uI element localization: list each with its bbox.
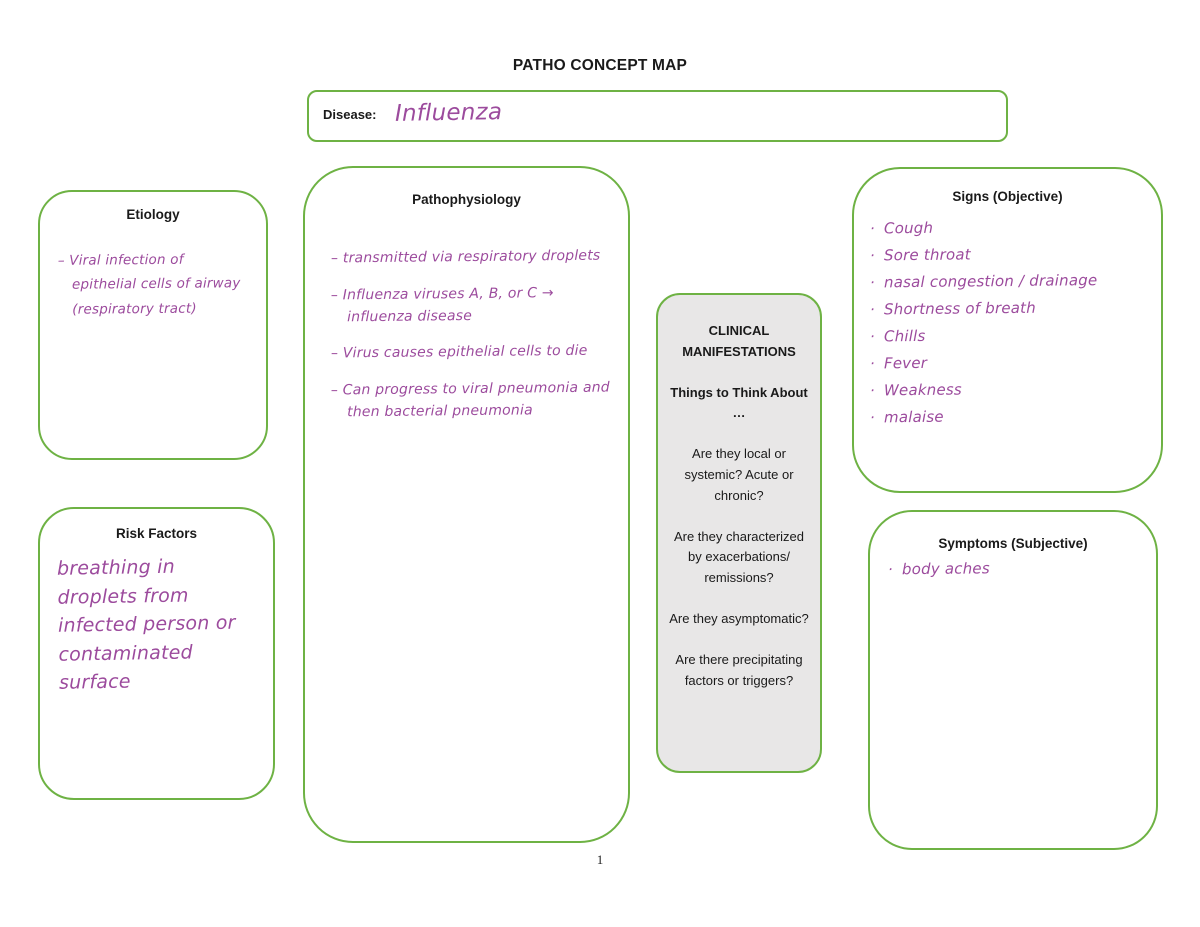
sign-item: Cough bbox=[870, 217, 1151, 238]
pathophysiology-box: Pathophysiology – transmitted via respir… bbox=[303, 166, 630, 843]
sign-item: Fever bbox=[870, 352, 1151, 373]
signs-list: Cough Sore throat nasal congestion / dra… bbox=[854, 204, 1161, 427]
clinical-manifestations-question: Are they characterized by exacerbations/… bbox=[673, 528, 805, 586]
symptom-item: body aches bbox=[888, 558, 1146, 579]
disease-value-handwriting: Influenza bbox=[394, 99, 503, 127]
pathophysiology-note: – transmitted via respiratory droplets bbox=[330, 247, 601, 267]
pathophysiology-title: Pathophysiology bbox=[412, 192, 521, 207]
signs-objective-title: Signs (Objective) bbox=[952, 189, 1063, 204]
risk-factors-box: Risk Factors breathing in droplets from … bbox=[38, 507, 275, 800]
sign-item: nasal congestion / drainage bbox=[870, 271, 1151, 292]
risk-factors-note: breathing in droplets from infected pers… bbox=[56, 555, 236, 694]
sign-item: malaise bbox=[870, 406, 1151, 427]
etiology-notes: – Viral infection of epithelial cells of… bbox=[40, 222, 266, 321]
disease-label: Disease: bbox=[323, 107, 377, 122]
clinical-manifestations-content: CLINICAL MANIFESTATIONS Things to Think … bbox=[658, 295, 820, 691]
clinical-manifestations-question: Are they asymptomatic? bbox=[669, 610, 809, 626]
disease-box: Disease: Influenza bbox=[307, 90, 1008, 142]
clinical-manifestations-box: CLINICAL MANIFESTATIONS Things to Think … bbox=[656, 293, 822, 773]
clinical-manifestations-question: Are there precipitating factors or trigg… bbox=[675, 651, 803, 688]
page-number: 1 bbox=[596, 852, 604, 867]
etiology-title: Etiology bbox=[126, 207, 180, 222]
pathophysiology-note: – Can progress to viral pneumonia and th… bbox=[330, 379, 610, 420]
pathophysiology-note: – Virus causes epithelial cells to die bbox=[330, 342, 588, 362]
pathophysiology-notes: – transmitted via respiratory droplets –… bbox=[305, 207, 628, 422]
clinical-manifestations-subtitle: Things to Think About … bbox=[670, 384, 808, 421]
risk-factors-title: Risk Factors bbox=[115, 526, 198, 541]
clinical-manifestations-question: Are they local or systemic? Acute or chr… bbox=[684, 446, 794, 503]
pathophysiology-note: – Influenza viruses A, B, or C → influen… bbox=[330, 284, 554, 325]
symptoms-subjective-box: Symptoms (Subjective) body aches bbox=[868, 510, 1158, 850]
sign-item: Sore throat bbox=[870, 244, 1151, 265]
etiology-box: Etiology – Viral infection of epithelial… bbox=[38, 190, 268, 460]
symptoms-list: body aches bbox=[870, 551, 1156, 579]
symptoms-subjective-title: Symptoms (Subjective) bbox=[938, 536, 1088, 551]
etiology-note: – Viral infection of epithelial cells of… bbox=[57, 251, 241, 318]
sign-item: Chills bbox=[870, 325, 1151, 346]
sign-item: Shortness of breath bbox=[870, 298, 1151, 319]
sign-item: Weakness bbox=[870, 379, 1151, 400]
signs-objective-box: Signs (Objective) Cough Sore throat nasa… bbox=[852, 167, 1163, 493]
risk-factors-notes: breathing in droplets from infected pers… bbox=[40, 541, 273, 696]
clinical-manifestations-questions: Are they local or systemic? Acute or chr… bbox=[667, 444, 811, 691]
clinical-manifestations-heading: CLINICAL MANIFESTATIONS bbox=[682, 323, 796, 359]
page-title: PATHO CONCEPT MAP bbox=[512, 57, 688, 74]
